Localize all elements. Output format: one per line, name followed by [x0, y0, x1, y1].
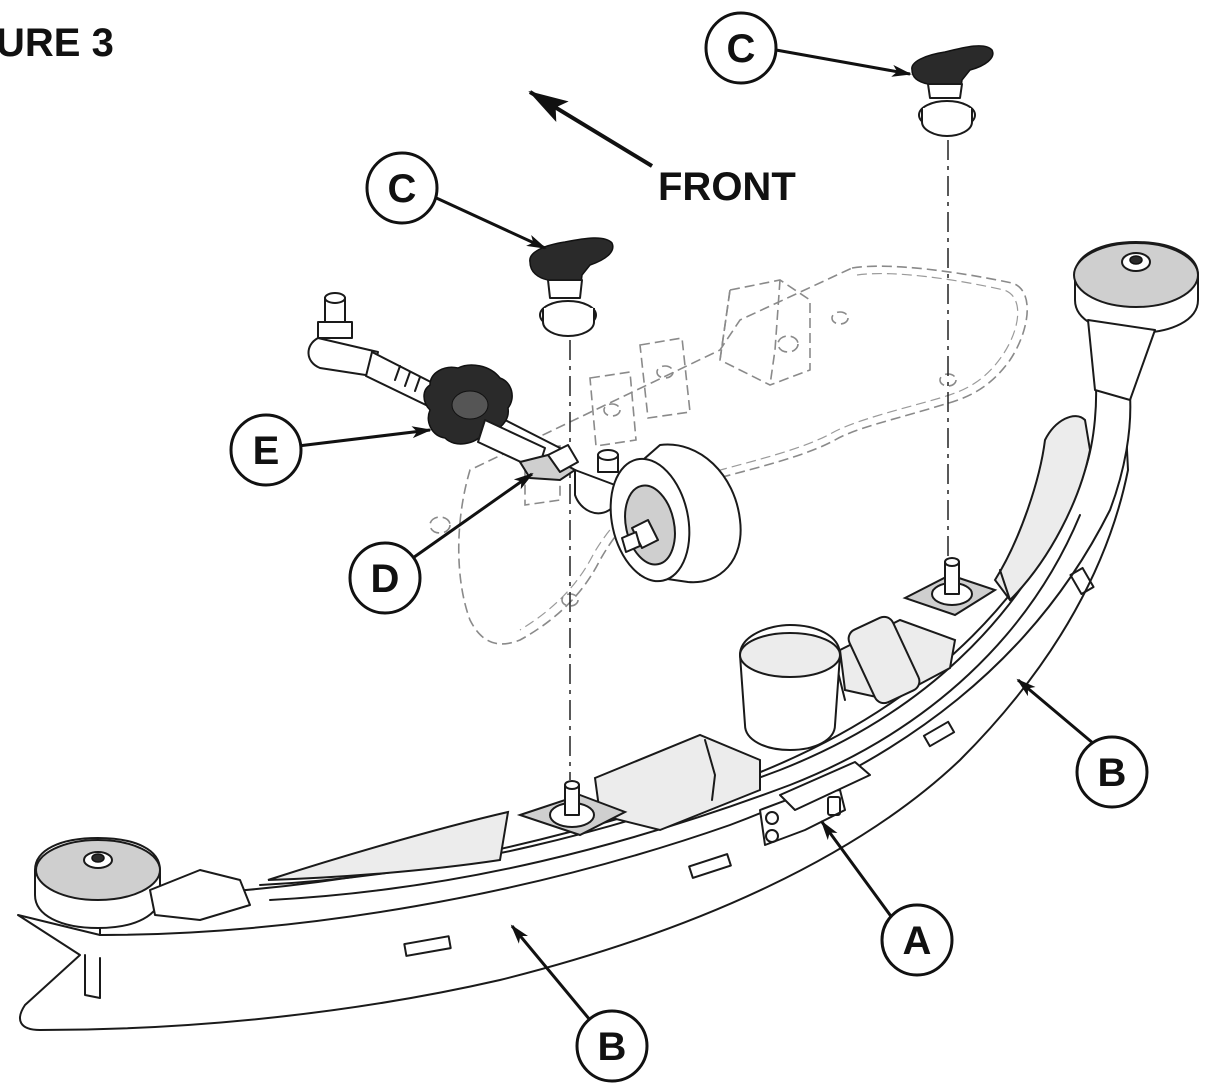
figure-heading: URE 3: [0, 21, 114, 65]
svg-text:D: D: [371, 557, 400, 601]
callout-c-middle: C: [365, 151, 439, 225]
adjuster-rod-assembly: [307, 292, 742, 584]
t-knob-top: [911, 45, 994, 137]
svg-text:B: B: [1098, 751, 1127, 795]
left-end-wheel: [34, 837, 251, 999]
guide-wheel: [609, 443, 742, 584]
svg-text:C: C: [727, 27, 756, 71]
svg-text:C: C: [388, 167, 417, 211]
front-label: FRONT: [658, 165, 796, 209]
squeegee-blade-b: [17, 409, 1129, 1031]
latch-assembly: [759, 761, 871, 846]
t-knob-middle: [529, 237, 614, 337]
svg-text:B: B: [598, 1025, 627, 1069]
callout-b-bottom: B: [575, 1009, 649, 1083]
callout-d: D: [348, 541, 422, 615]
callout-c-top: C: [704, 11, 778, 85]
squeegee-assembly: [17, 241, 1199, 1031]
callout-b-right: B: [1075, 735, 1149, 809]
svg-text:E: E: [253, 429, 280, 473]
leader-lines: [297, 48, 1095, 1021]
callout-a: A: [880, 903, 954, 977]
front-arrow: [528, 90, 654, 168]
svg-text:A: A: [903, 919, 932, 963]
right-end-wheel: [1073, 241, 1199, 401]
front-direction-indicator: FRONT: [528, 90, 796, 209]
callout-e: E: [229, 413, 303, 487]
